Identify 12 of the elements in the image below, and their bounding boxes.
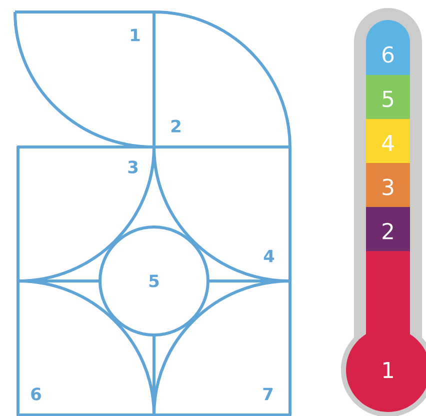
region-number: 7 [263, 388, 273, 400]
thermometer-segment: 2 [366, 207, 410, 251]
thermometer-segment: 3 [366, 163, 410, 207]
region-number: 2 [171, 120, 180, 132]
region-number: 3 [128, 160, 138, 174]
region-number: 6 [31, 388, 41, 400]
thermometer-segment: 5 [366, 75, 410, 119]
region-number: 1 [131, 28, 140, 42]
thermometer-bulb: 1 [346, 251, 426, 412]
thermometer-segment: 4 [366, 119, 410, 163]
region-number: 4 [264, 250, 274, 262]
thermometer-segment: 6 [366, 20, 410, 75]
